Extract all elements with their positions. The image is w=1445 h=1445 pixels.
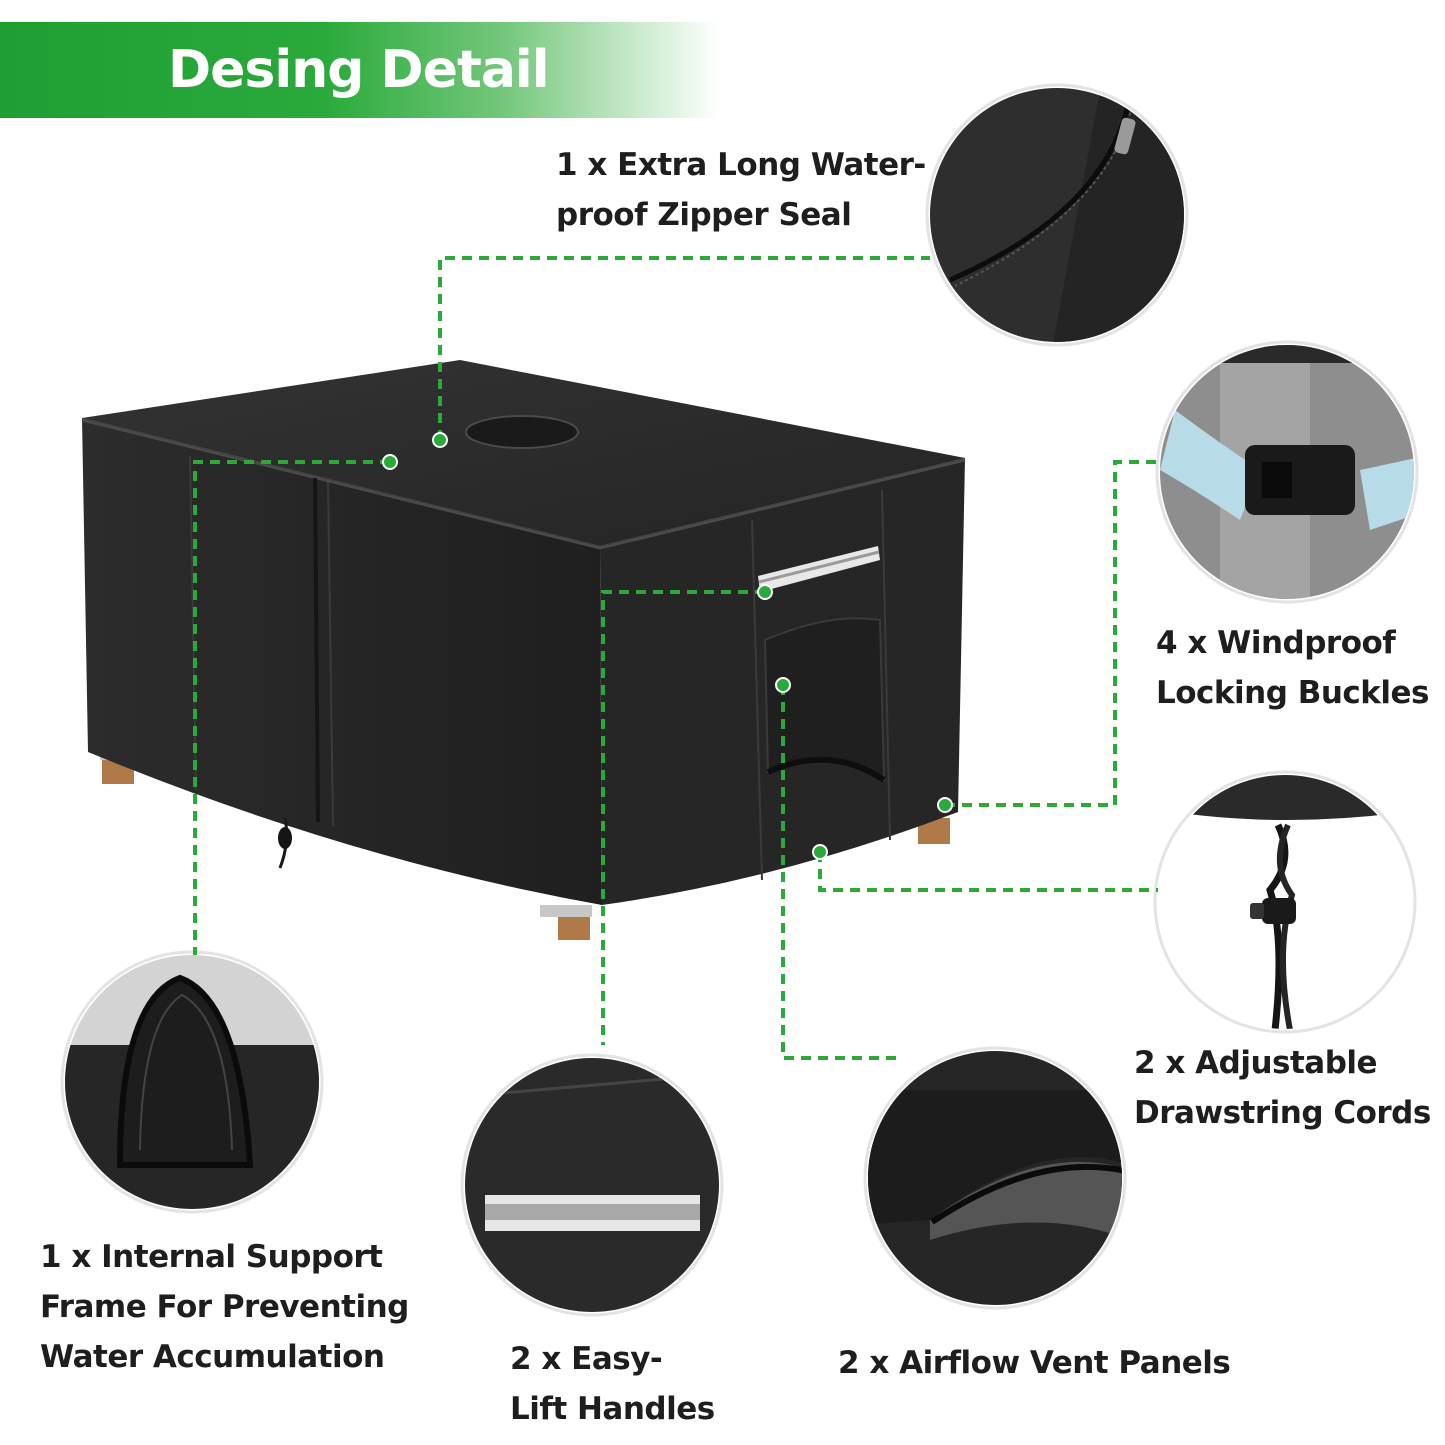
connector-lines [193, 256, 1160, 1060]
table-cover [81, 360, 966, 940]
feature-label-vents: 2 x Airflow Vent Panels [838, 1345, 1231, 1381]
header-banner [0, 22, 720, 118]
support-frame-detail-image [60, 950, 324, 1214]
zipper-detail-image [925, 83, 1189, 347]
connector-dots [382, 432, 953, 860]
feature-label-support: 1 x Internal Support Frame For Preventin… [40, 1239, 409, 1375]
feature-label-zipper: 1 x Extra Long Water- proof Zipper Seal [556, 147, 926, 233]
feature-label-drawstring: 2 x Adjustable Drawstring Cords [1134, 1045, 1431, 1131]
vent-detail-image [863, 1046, 1127, 1310]
feature-label-buckles: 4 x Windproof Locking Buckles [1156, 625, 1430, 711]
drawstring-detail-image [1153, 770, 1417, 1034]
feature-label-handles: 2 x Easy- Lift Handles [510, 1341, 715, 1427]
page-title: Desing Detail [168, 40, 550, 100]
buckle-detail-image [1155, 340, 1419, 604]
handle-detail-image [460, 1053, 724, 1317]
